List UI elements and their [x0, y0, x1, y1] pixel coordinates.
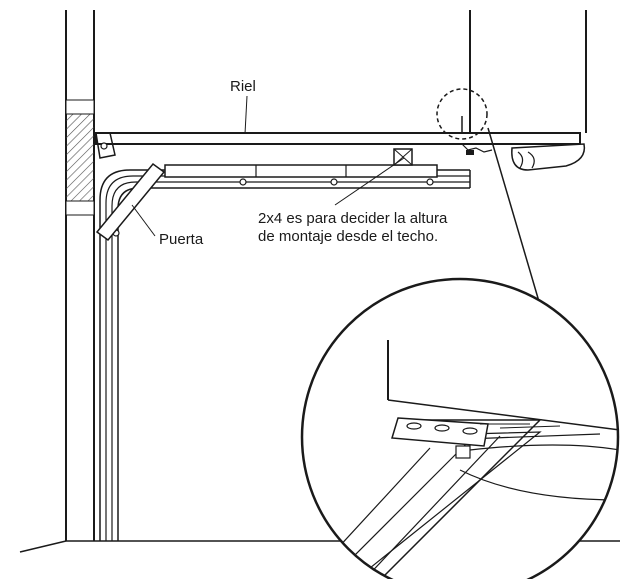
rail — [95, 132, 581, 159]
wall — [65, 10, 95, 541]
opener-motor — [511, 143, 586, 171]
two-by-four-block — [393, 148, 413, 166]
door-label: Puerta — [159, 231, 204, 248]
door-roller — [239, 178, 247, 186]
ceiling-support — [469, 10, 587, 133]
leader-lines — [131, 95, 546, 323]
door-arm — [95, 162, 166, 242]
zoom-detail — [300, 277, 620, 579]
note-line-2: de montaje desde el techo. — [258, 228, 439, 245]
door-roller — [330, 178, 338, 186]
note-line-1: 2x4 es para decider la altura — [258, 210, 448, 227]
door-panels — [112, 164, 438, 237]
two-by-four-note: 2x4 es para decider la altura de montaje… — [258, 210, 447, 246]
detail-callout-circle — [436, 88, 488, 140]
door-roller — [426, 178, 434, 186]
rail-label: Riel — [230, 78, 256, 95]
rail-bracket — [461, 116, 493, 155]
wall-header-beam — [65, 99, 95, 216]
